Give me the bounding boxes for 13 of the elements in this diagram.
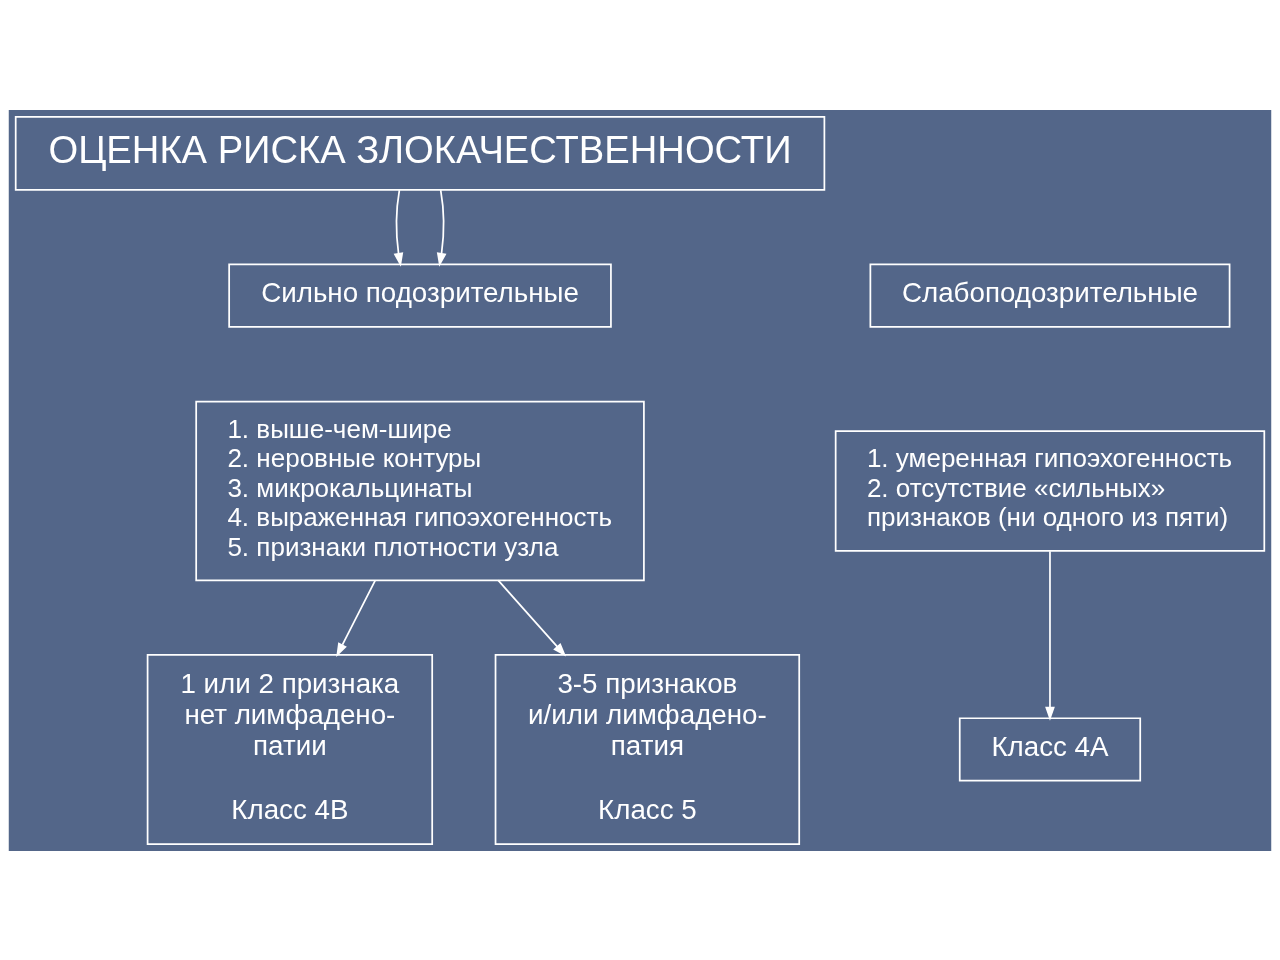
arrow <box>393 188 404 267</box>
arrow <box>1045 549 1055 721</box>
node-box: 1 или 2 признака нет лимфадено- патии Класс 4В <box>146 653 434 845</box>
node-box: Слабоподозрительные <box>869 263 1231 328</box>
arrow <box>436 188 447 267</box>
node-box: Класс 4А <box>958 716 1142 782</box>
node-box: 1. умеренная гипоэхогенность 2. отсутствие «сильных» признаков (ни одного из пяти) <box>834 429 1266 552</box>
node-box: 3-5 признаков и/или лимфадено- патия Класс 5 <box>494 653 801 845</box>
node-box: 1. выше-чем-шире 2. неровные контуры 3. микрокальцинаты 4. выраженная гипоэхогенность 5. признаки плотности узла <box>195 400 645 581</box>
arrow <box>336 579 377 657</box>
arrow <box>497 579 567 657</box>
node-box: ОЦЕНКА РИСКА ЗЛОКАЧЕСТВЕННОСТИ <box>14 115 826 191</box>
node-box: Сильно подозрительные <box>228 263 612 328</box>
